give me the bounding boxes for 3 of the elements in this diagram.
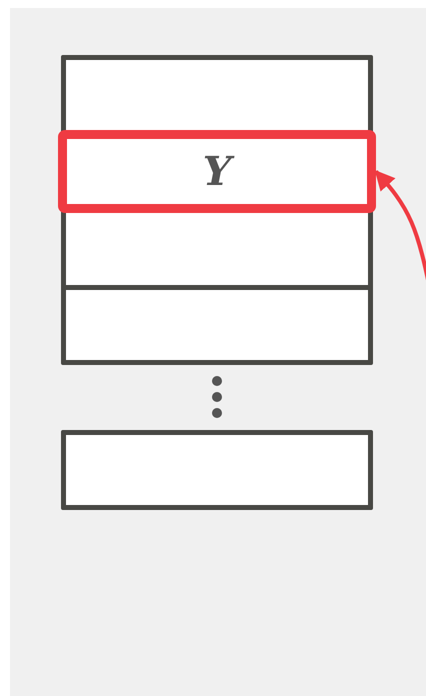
- table-row: [61, 285, 373, 365]
- table-row: [61, 430, 373, 510]
- highlighted-row: [58, 130, 376, 213]
